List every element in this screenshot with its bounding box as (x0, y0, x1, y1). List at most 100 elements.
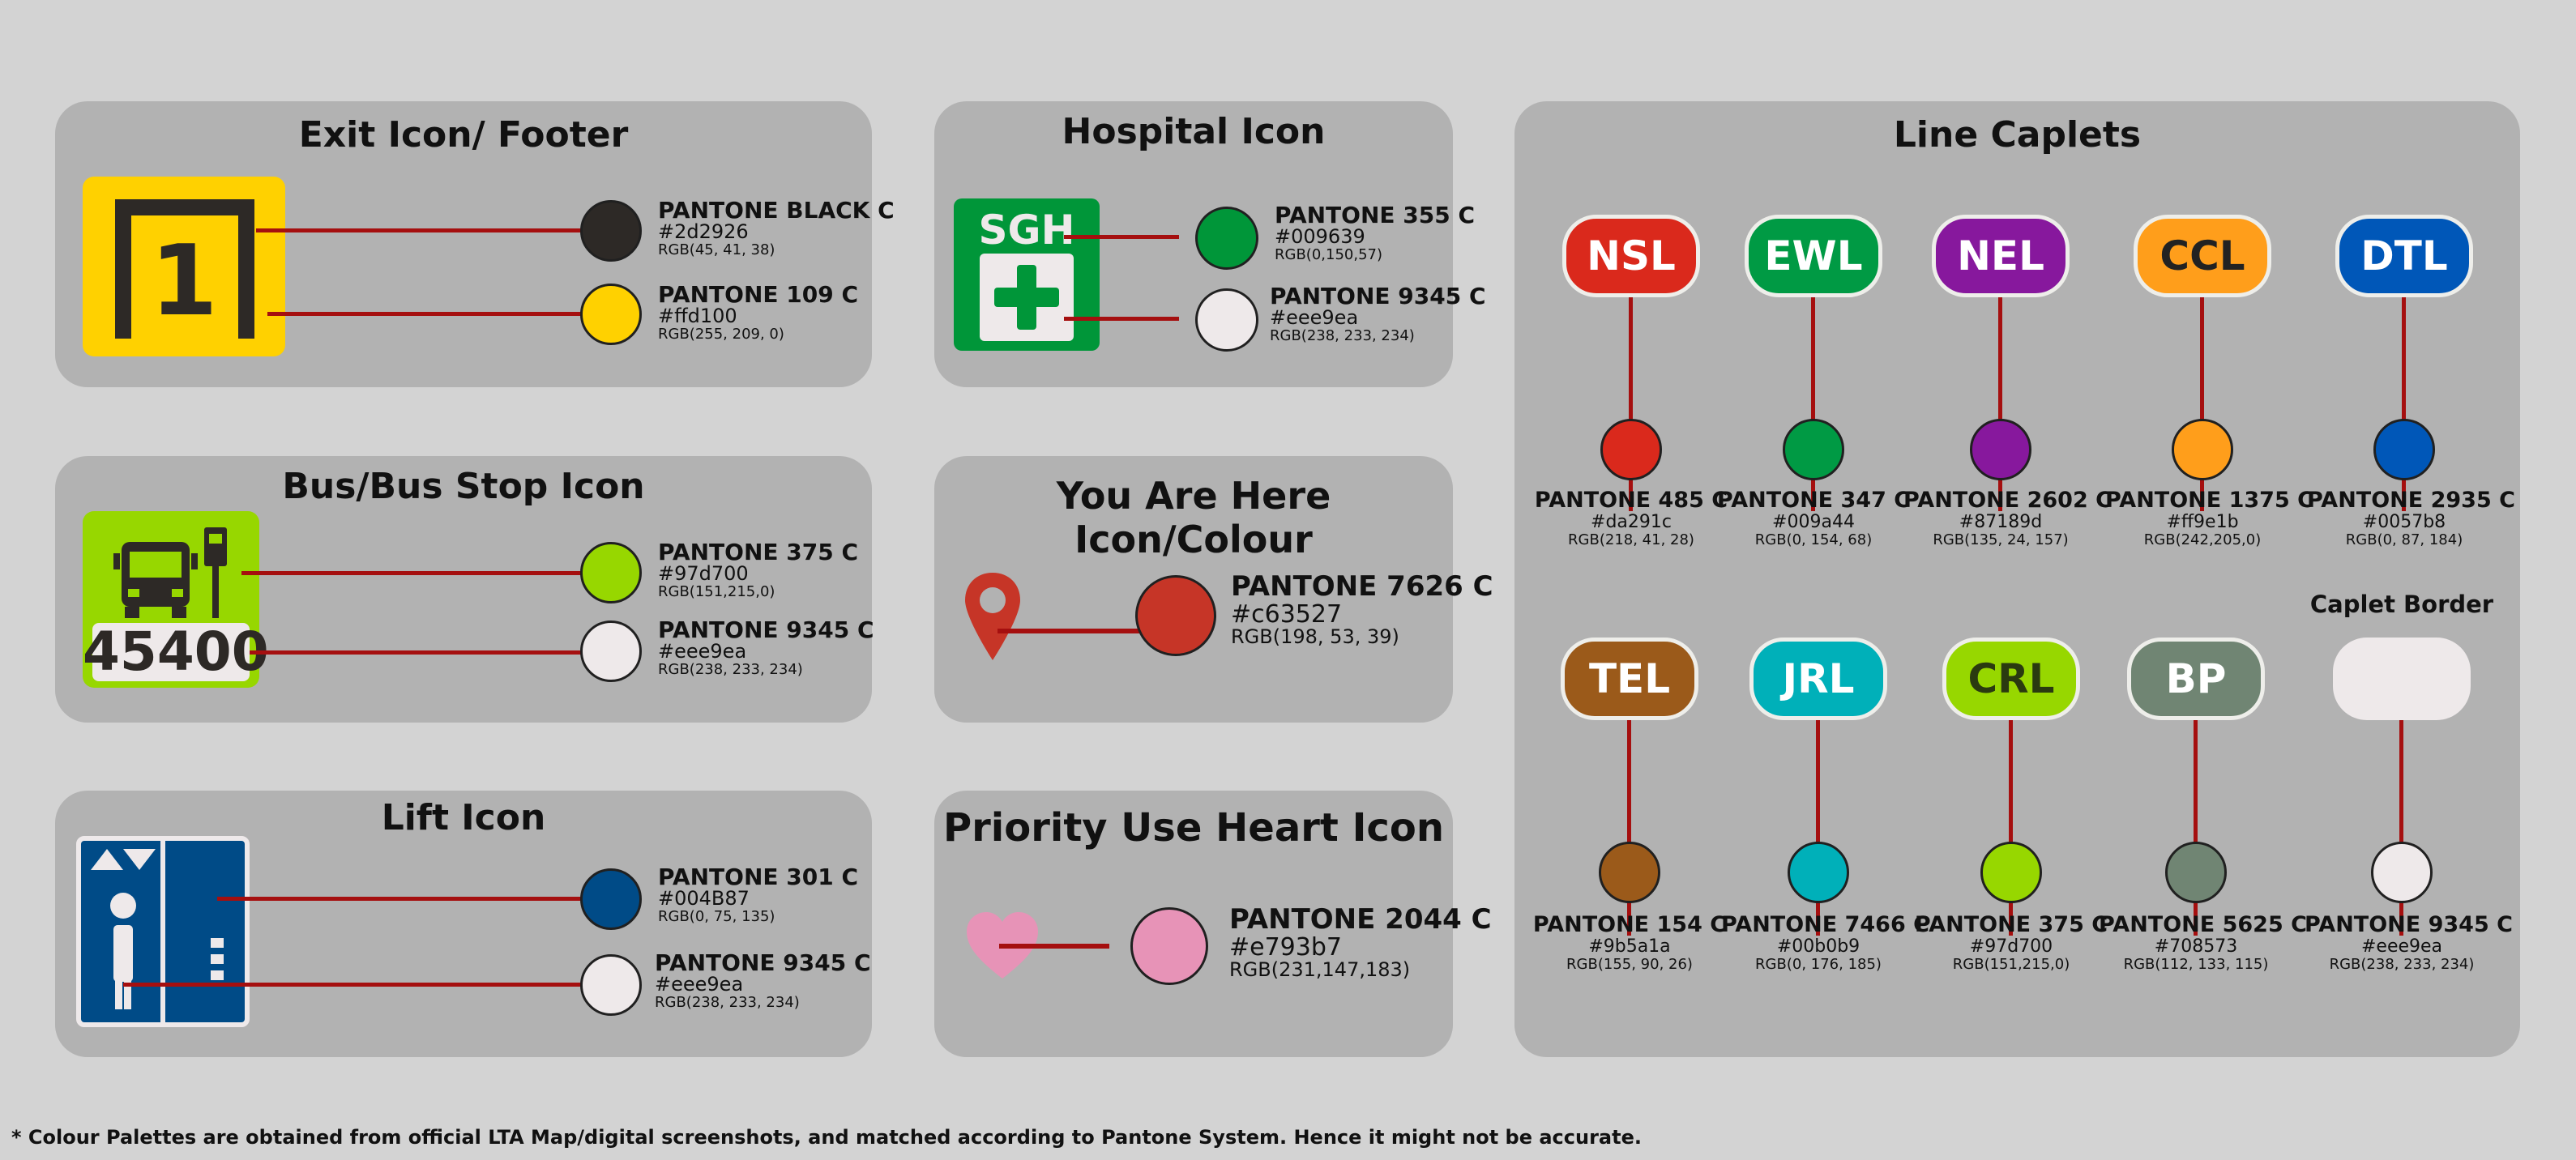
color-swatch (1599, 842, 1660, 903)
connector-line (267, 312, 629, 316)
panel-title: Exit Icon/ Footer (298, 114, 629, 156)
swatch-info: PANTONE 1375 C #ff9e1b RGB(242,205,0) (2105, 488, 2313, 548)
connector-line (1064, 317, 1179, 321)
color-swatch (1970, 419, 2031, 480)
connector-line (256, 228, 629, 232)
connector-line (250, 650, 629, 655)
caplet-border-sample (2333, 638, 2471, 720)
panel-title: You Are Here Icon/Colour (1056, 474, 1331, 561)
connector-line (1811, 284, 1815, 511)
caplet-bp: BP (2127, 638, 2265, 720)
connector-line (1629, 284, 1633, 511)
color-swatch (2172, 419, 2233, 480)
color-swatch (2371, 842, 2433, 903)
connector-line (217, 897, 629, 901)
color-swatch (580, 621, 642, 682)
connector-line (2200, 284, 2204, 511)
swatch-info: PANTONE 9345 C #eee9ea RGB(238, 233, 234… (658, 616, 874, 678)
panel-title: Lift Icon (381, 797, 546, 838)
color-swatch (580, 542, 642, 603)
connector-line (1627, 709, 1631, 936)
color-swatch (2373, 419, 2435, 480)
location-pin-icon (965, 573, 1020, 660)
footnote: * Colour Palettes are obtained from offi… (11, 1126, 1642, 1149)
swatch-info: PANTONE 347 C #009a44 RGB(0, 154, 68) (1716, 488, 1911, 548)
bus-stop-number: 45400 (83, 621, 269, 683)
caplet-crl: CRL (1942, 638, 2080, 720)
connector-line (241, 571, 629, 575)
caplet-jrl: JRL (1749, 638, 1887, 720)
color-swatch (1980, 842, 2042, 903)
color-swatch (580, 284, 642, 345)
panel-title: Priority Use Heart Icon (942, 805, 1445, 851)
swatch-info: PANTONE BLACK C #2d2926 RGB(45, 41, 38) (658, 197, 895, 258)
caplet-nel: NEL (1932, 215, 2070, 297)
swatch-info: PANTONE 7626 C #c63527 RGB(198, 53, 39) (1231, 570, 1493, 649)
swatch-info: PANTONE 485 C #da291c RGB(218, 41, 28) (1534, 488, 1728, 548)
swatch-info: PANTONE 9345 C #eee9ea RGB(238, 233, 234… (1270, 283, 1486, 344)
swatch-info: PANTONE 154 C #9b5a1a RGB(155, 90, 26) (1532, 912, 1727, 973)
color-swatch (1195, 207, 1258, 270)
swatch-info: PANTONE 375 C #97d700 RGB(151,215,0) (658, 539, 859, 600)
connector-line (2399, 709, 2403, 936)
color-swatch (1130, 907, 1208, 985)
connector-line (2194, 709, 2198, 936)
color-swatch (580, 868, 642, 930)
you-are-here-panel: You Are Here Icon/Colour PANTONE 7626 C … (934, 456, 1493, 723)
connector-line (2009, 709, 2013, 936)
swatch-info: PANTONE 109 C #ffd100 RGB(255, 209, 0) (658, 281, 859, 343)
lift-icon-panel: Lift Icon PANTONE 301 C #004B87 RGB(0, 7… (55, 791, 872, 1057)
hospital-label: SGH (978, 207, 1075, 254)
color-swatch (2165, 842, 2227, 903)
connector-line (999, 944, 1109, 949)
connector-line (998, 629, 1143, 633)
exit-icon: 1 (83, 177, 285, 356)
line-caplets-panel: Line Caplets NSL EWL NEL CCL DTL PANTONE… (1514, 101, 2520, 1057)
bus-stop-number-box (92, 623, 250, 681)
swatch-info: PANTONE 7466 C #00b0b9 RGB(0, 176, 185) (1721, 912, 1929, 973)
exit-number: 1 (150, 225, 218, 338)
bus-icon-panel: Bus/Bus Stop Icon 45400 PANTONE 375 C #9… (55, 456, 874, 723)
swatch-info: PANTONE 301 C #004B87 RGB(0, 75, 135) (658, 864, 859, 925)
connector-line (1816, 709, 1820, 936)
caplet-ewl: EWL (1745, 215, 1882, 297)
caplet-dtl: DTL (2335, 215, 2473, 297)
priority-heart-panel: Priority Use Heart Icon PANTONE 2044 C #… (934, 791, 1492, 1057)
color-swatch (580, 954, 642, 1016)
bus-stop-icon (113, 527, 227, 618)
connector-line (2402, 284, 2406, 511)
caplet-ccl: CCL (2134, 215, 2271, 297)
hospital-icon: SGH (954, 198, 1100, 351)
swatch-info: PANTONE 355 C #009639 RGB(0,150,57) (1275, 202, 1476, 263)
bus-icon: 45400 (83, 511, 269, 688)
swatch-info: PANTONE 375 C #97d700 RGB(151,215,0) (1914, 912, 2108, 973)
caplet-nsl: NSL (1562, 215, 1700, 297)
elevator-icon (91, 841, 224, 1022)
connector-line (1998, 284, 2002, 511)
caplet-border-label: Caplet Border (2309, 591, 2494, 618)
exit-icon-panel: Exit Icon/ Footer 1 PANTONE BLACK C #2d2… (55, 101, 895, 387)
swatch-info: PANTONE 2935 C #0057b8 RGB(0, 87, 184) (2307, 488, 2515, 548)
color-swatch (580, 200, 642, 262)
color-swatch (1788, 842, 1849, 903)
connector-line (123, 983, 629, 987)
caplet-tel: TEL (1561, 638, 1698, 720)
hospital-icon-panel: Hospital Icon SGH PANTONE 355 C #009639 … (934, 101, 1486, 387)
color-swatch (1783, 419, 1844, 480)
swatch-info: PANTONE 2044 C #e793b7 RGB(231,147,183) (1229, 903, 1492, 982)
panel-title: Hospital Icon (1062, 111, 1326, 152)
connector-line (1064, 235, 1179, 239)
swatch-info: PANTONE 5625 C #708573 RGB(112, 133, 115… (2099, 912, 2307, 973)
color-swatch (1135, 575, 1216, 656)
color-swatch (1195, 288, 1258, 352)
panel-title: Bus/Bus Stop Icon (282, 466, 645, 507)
swatch-info: PANTONE 9345 C #eee9ea RGB(238, 233, 234… (2305, 912, 2513, 973)
swatch-info: PANTONE 9345 C #eee9ea RGB(238, 233, 234… (655, 949, 871, 1011)
lift-icon (76, 836, 250, 1027)
exit-door-icon (115, 199, 254, 339)
hospital-cross-box (980, 254, 1074, 341)
panel-title: Line Caplets (1893, 114, 2142, 156)
color-swatch (1600, 419, 1662, 480)
medical-cross-icon (994, 265, 1059, 330)
swatch-info: PANTONE 2602 C #87189d RGB(135, 24, 157) (1903, 488, 2112, 548)
